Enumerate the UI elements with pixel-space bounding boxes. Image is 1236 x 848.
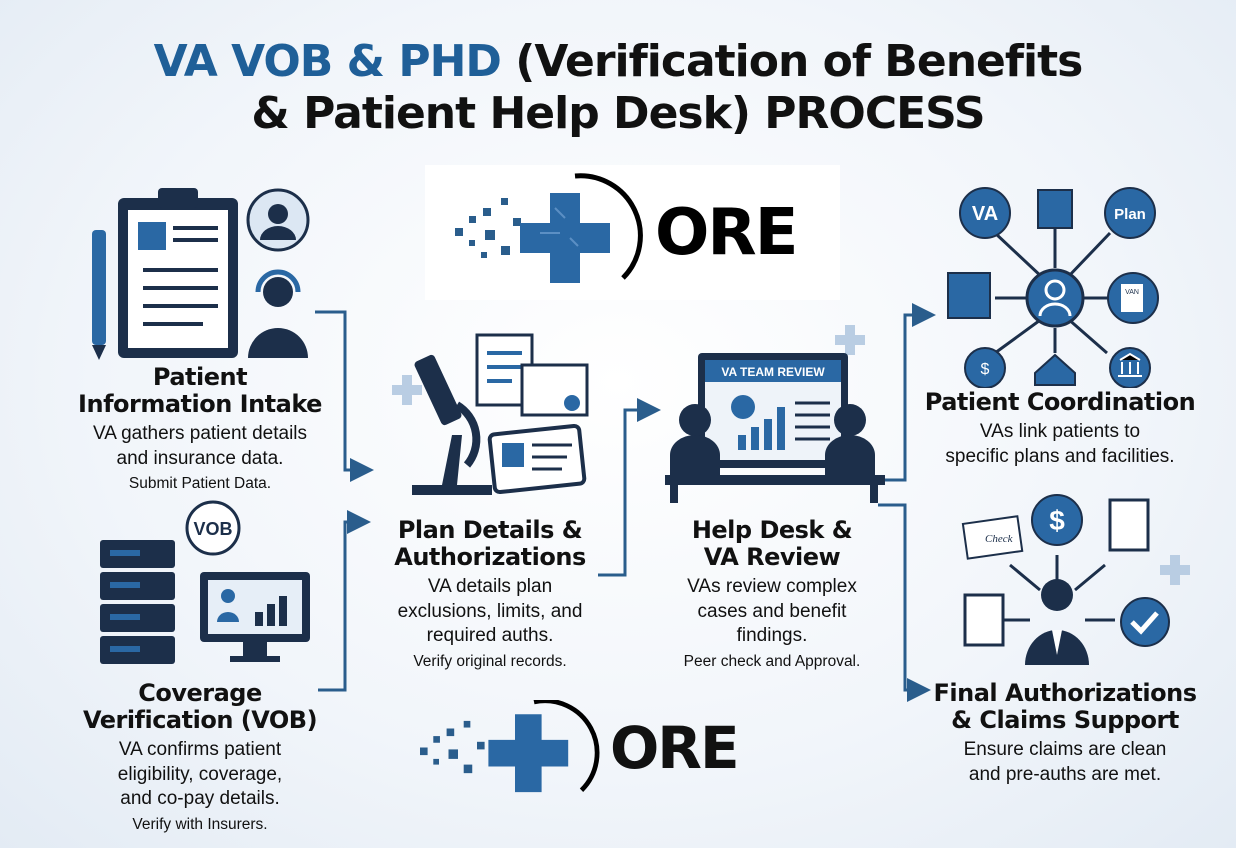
document-label: VAN [1125, 289, 1139, 296]
step-note: Peer check and Approval. [683, 652, 861, 670]
ore-logo-bottom: ORE [420, 700, 765, 795]
step-title: Patient Coordination [924, 388, 1196, 416]
logo-text: ORE [655, 195, 798, 270]
step-desc: exclusions, limits, and [397, 600, 583, 622]
vob-badge: VOB [193, 519, 232, 539]
step-final-authorizations: Final Authorizations & Claims Support En… [920, 680, 1210, 787]
step-title: Plan Details & [397, 516, 583, 544]
team-review-icon: VA TEAM REVIEW [665, 325, 885, 503]
step-coverage-verification: Coverage Verification (VOB) VA confirms … [60, 680, 340, 836]
patient-network-icon: VA Plan VAN $ [947, 187, 1159, 388]
medical-cross-logo-icon [420, 700, 600, 793]
step-title: Information Intake [78, 390, 322, 418]
step-desc: Ensure claims are clean [963, 739, 1167, 760]
arrow-plan-to-helpdesk [598, 398, 661, 577]
step-plan-details: Plan Details & Authorizations VA details… [360, 517, 620, 673]
ore-logo-top: ORE [425, 165, 840, 300]
step-desc: VA details plan [427, 576, 553, 597]
step-title: Patient [152, 363, 248, 391]
svg-text:$: $ [981, 361, 990, 378]
arrow-helpdesk-to-final [878, 503, 931, 702]
step-desc: eligibility, coverage, [117, 763, 283, 785]
step-desc: VAs review complex [687, 576, 857, 597]
claims-support-icon: Check $ [961, 494, 1190, 665]
va-node: VA [972, 203, 998, 225]
logo-text: ORE [610, 713, 740, 782]
screen-label: VA TEAM REVIEW [721, 365, 825, 379]
step-note: Submit Patient Data. [128, 475, 272, 492]
arrow-coverage-to-plan [318, 510, 371, 692]
step-desc: and co-pay details. [120, 788, 280, 809]
check-label: Check [985, 533, 1014, 545]
step-note: Verify with Insurers. [132, 815, 268, 833]
hospital-icon [1037, 189, 1073, 229]
title-accent: VA VOB & PHD [153, 36, 502, 87]
step-desc: and insurance data. [116, 447, 284, 469]
plan-node: Plan [1114, 206, 1146, 223]
step-desc: VA confirms patient [118, 739, 282, 760]
title-line2: & Patient Help Desk) PROCESS [251, 88, 985, 139]
step-title: Coverage [138, 679, 262, 707]
step-desc: cases and benefit [697, 600, 847, 622]
step-title: Verification (VOB) [82, 706, 318, 734]
step-desc: VA gathers patient details [92, 423, 308, 444]
svg-text:$: $ [1049, 505, 1065, 536]
arrow-intake-to-plan [315, 310, 374, 482]
title-line1: (Verification of Benefits [500, 36, 1083, 87]
arrow-helpdesk-to-coordination [878, 303, 936, 482]
step-desc: and pre-auths are met. [968, 763, 1162, 785]
microscope-documents-icon [392, 333, 589, 495]
clipboard-intake-icon [92, 188, 310, 360]
step-title: Final Authorizations [933, 679, 1197, 707]
step-title: & Claims Support [951, 706, 1179, 734]
step-help-desk-review: Help Desk & VA Review VAs review complex… [642, 517, 902, 673]
server-vob-icon: VOB [100, 500, 310, 664]
step-title: VA Review [703, 543, 841, 571]
step-patient-coordination: Patient Coordination VAs link patients t… [915, 389, 1205, 469]
step-desc: findings. [736, 625, 808, 646]
medical-cross-logo-icon [455, 172, 643, 283]
step-desc: specific plans and facilities. [945, 445, 1175, 467]
step-title: Help Desk & [691, 516, 853, 544]
step-note: Verify original records. [413, 652, 567, 670]
step-patient-intake: Patient Information Intake VA gathers pa… [60, 364, 340, 495]
step-desc: VAs link patients to [979, 421, 1141, 442]
page-title: VA VOB & PHD (Verification of Benefits &… [0, 36, 1236, 140]
step-title: Authorizations [394, 543, 586, 571]
step-desc: required auths. [426, 625, 554, 646]
